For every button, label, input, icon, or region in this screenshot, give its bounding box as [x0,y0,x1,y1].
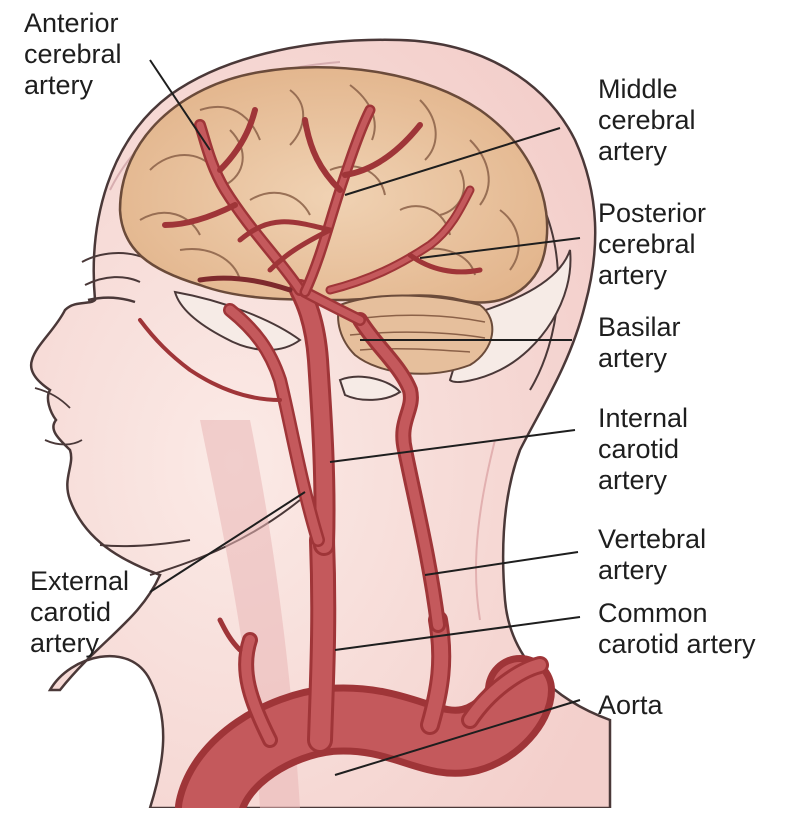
label-line: Internal [598,403,688,434]
label-common-carotid-artery: Common carotid artery [598,598,756,660]
label-vertebral-artery: Vertebral artery [598,524,706,586]
label-line: Basilar [598,312,681,343]
label-line: artery [598,465,688,496]
label-line: cerebral [598,229,706,260]
label-line: artery [30,628,129,659]
label-line: Anterior [24,8,122,39]
label-middle-cerebral-artery: Middle cerebral artery [598,74,696,167]
label-line: Posterior [598,198,706,229]
label-internal-carotid-artery: Internal carotid artery [598,403,688,496]
label-aorta: Aorta [598,690,663,721]
label-basilar-artery: Basilar artery [598,312,681,374]
label-line: carotid artery [598,629,756,660]
label-line: carotid [30,597,129,628]
label-posterior-cerebral-artery: Posterior cerebral artery [598,198,706,291]
label-anterior-cerebral-artery: Anterior cerebral artery [24,8,122,101]
label-line: artery [598,136,696,167]
label-line: cerebral [598,105,696,136]
label-line: Aorta [598,690,663,721]
label-line: Vertebral [598,524,706,555]
label-line: Common [598,598,756,629]
label-line: Middle [598,74,696,105]
label-external-carotid-artery: External carotid artery [30,566,129,659]
label-line: artery [598,343,681,374]
label-line: carotid [598,434,688,465]
label-line: artery [598,260,706,291]
label-line: cerebral [24,39,122,70]
label-line: artery [598,555,706,586]
label-line: External [30,566,129,597]
label-line: artery [24,70,122,101]
